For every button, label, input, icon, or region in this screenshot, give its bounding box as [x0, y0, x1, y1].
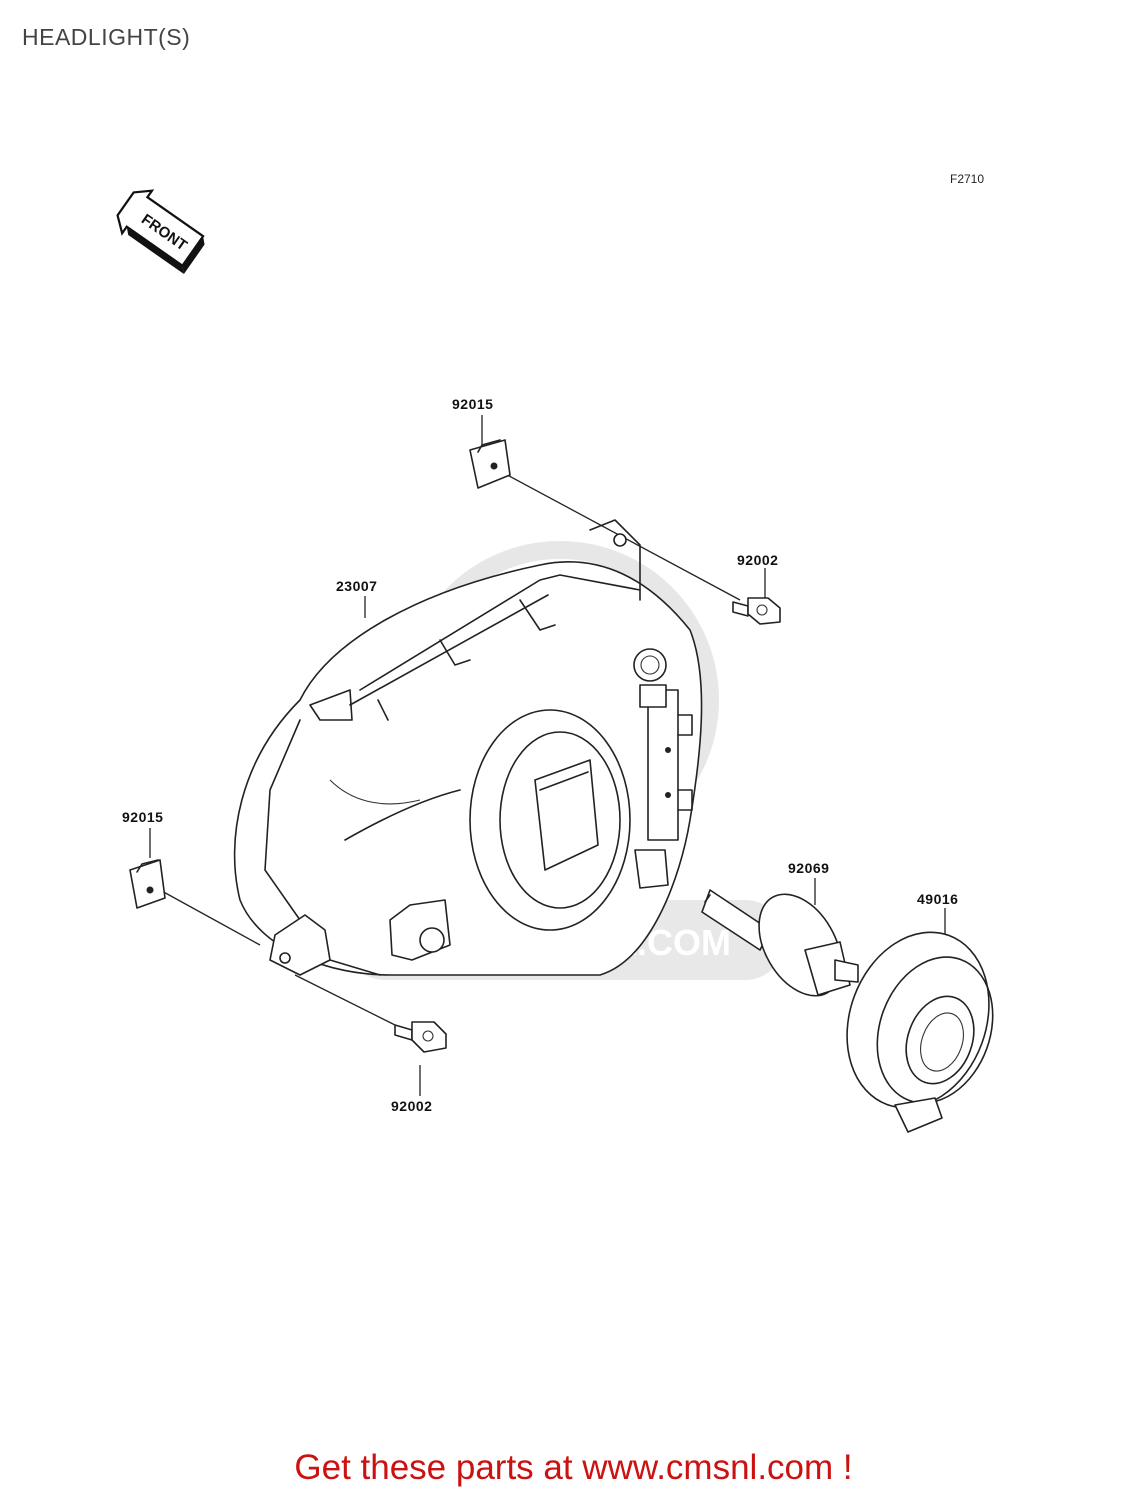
callout-49016[interactable]: 49016 — [917, 891, 958, 907]
top-bolt — [732, 597, 781, 625]
footer-cta-link[interactable]: Get these parts at www.cmsnl.com ! — [294, 1448, 853, 1487]
left-clip-nut — [129, 859, 166, 909]
top-clip-nut — [469, 439, 511, 489]
callout-92002-bottom[interactable]: 92002 — [391, 1098, 432, 1114]
front-direction-arrow: FRONT — [116, 189, 205, 275]
callout-92002-top[interactable]: 92002 — [737, 552, 778, 568]
callout-23007[interactable]: 23007 — [336, 578, 377, 594]
headlight-bulb — [701, 889, 859, 997]
bottom-bolt — [394, 1021, 447, 1053]
callout-92015-top[interactable]: 92015 — [452, 396, 493, 412]
callout-92069[interactable]: 92069 — [788, 860, 829, 876]
headlight-housing — [233, 519, 703, 976]
figure-code: F2710 — [950, 172, 985, 186]
page-title: HEADLIGHT(S) — [22, 24, 191, 50]
socket-cover — [846, 931, 994, 1133]
callout-92015-left[interactable]: 92015 — [122, 809, 163, 825]
